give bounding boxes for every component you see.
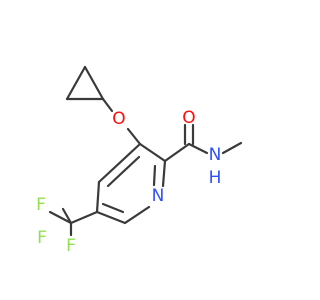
bond-cf3-f-middle [61,207,73,225]
bond-ring-c4-c3 [97,142,142,184]
oxygen-carbonyl-label: O [182,108,195,128]
bond-cyclopropyl-ether [101,97,114,113]
bond-cyclopropyl-2 [83,65,105,101]
bond-ring-c6-c5-inner [101,202,125,214]
bond-ring-c5-c4 [95,180,101,214]
bond-ring-carbonyl [163,142,191,163]
bond-ring-c2-n [161,159,167,188]
fluorine-left-label: F [36,195,46,215]
fluorine-bottom-label: F [66,236,76,256]
bond-carbonyl-n [187,142,209,155]
fluorine-middle-label: F [37,228,47,248]
bond-cf3-f-left [48,210,73,225]
structure-canvas: O O N H N F F F [36,65,243,256]
bond-ring-c6-c5 [95,210,127,225]
bond-ring-c4-c3-inner [106,155,141,188]
bond-ring-cf3 [69,210,99,225]
bond-ring-c3-c2 [138,142,167,163]
bond-n-methyl [221,141,243,155]
oxygen-ether-label: O [112,109,125,129]
hydrogen-amide-label: H [209,168,222,188]
bond-cyclopropyl-1 [65,65,87,101]
bond-ring-c2-n-inner [152,164,157,187]
nitrogen-ring-label: N [152,186,165,206]
bond-ether-ring [126,127,142,146]
molecule-drawing: O O N H N F F F [36,65,243,256]
nitrogen-amide-label: N [209,145,222,165]
bond-ring-n-c6 [123,205,151,225]
